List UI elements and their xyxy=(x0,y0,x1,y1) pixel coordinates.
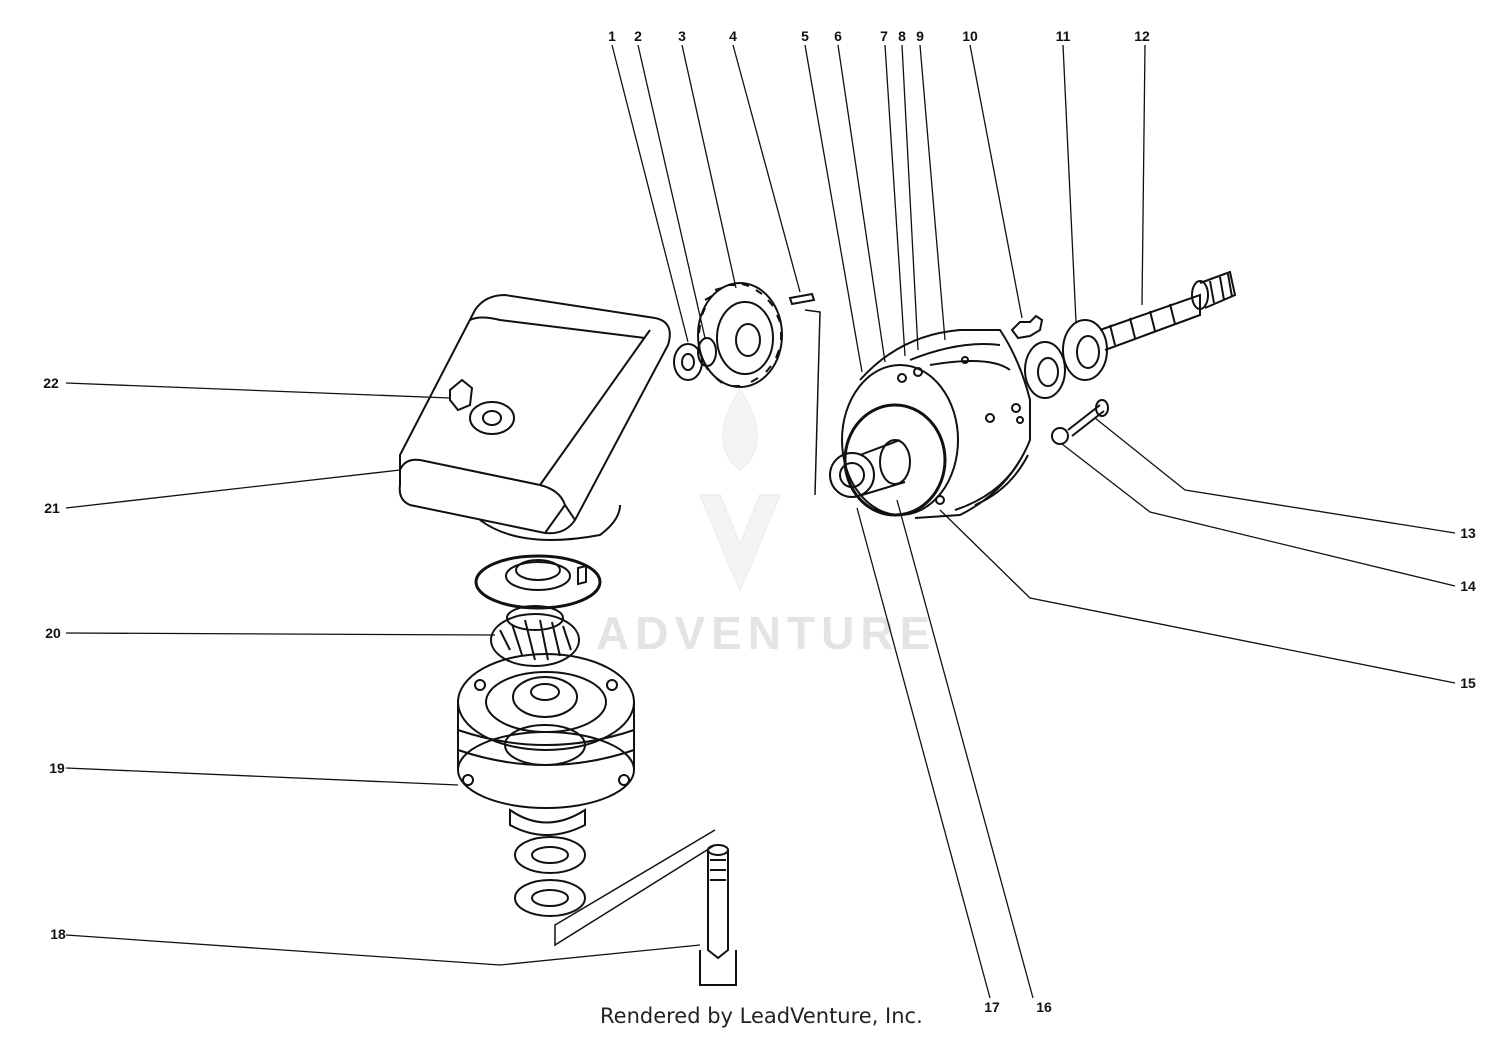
callout-21: 21 xyxy=(44,500,60,516)
callout-3: 3 xyxy=(678,28,686,44)
callout-2: 2 xyxy=(634,28,642,44)
callout-20: 20 xyxy=(45,625,61,641)
lower-housing-part-19 xyxy=(457,653,635,836)
callout-9: 9 xyxy=(916,28,924,44)
watermark: ADVENTURE xyxy=(596,607,937,659)
callout-19: 19 xyxy=(49,760,65,776)
callout-12: 12 xyxy=(1134,28,1150,44)
callout-13: 13 xyxy=(1460,525,1476,541)
credit-text: Rendered by LeadVenture, Inc. xyxy=(600,1004,923,1028)
o-ring-part-16 xyxy=(843,403,947,517)
callout-15: 15 xyxy=(1460,675,1476,691)
callout-11: 11 xyxy=(1055,28,1071,44)
callout-5: 5 xyxy=(801,28,809,44)
nut-part-1 xyxy=(673,343,703,381)
callout-14: 14 xyxy=(1460,578,1476,594)
side-housing-part-15 xyxy=(841,329,1031,519)
callout-4: 4 xyxy=(729,28,737,44)
pinion-part-17 xyxy=(829,439,911,498)
stud-part-18 xyxy=(699,844,737,986)
alignment-line xyxy=(554,829,716,947)
callout-8: 8 xyxy=(898,28,906,44)
lock-washer-part-14 xyxy=(1051,427,1069,445)
lower-bearings xyxy=(514,836,586,917)
gasket-part-20-upper xyxy=(474,554,602,610)
key-part-4 xyxy=(788,292,816,306)
callout-18: 18 xyxy=(50,926,66,942)
spiral-gear-part-20 xyxy=(490,605,580,667)
callout-10: 10 xyxy=(962,28,978,44)
grease-fitting-part-10 xyxy=(1010,314,1044,340)
callout-6: 6 xyxy=(834,28,842,44)
splined-shaft-part-12 xyxy=(1099,270,1237,351)
bevel-gear-part-3 xyxy=(697,282,783,388)
leader-lines xyxy=(65,44,1456,999)
callout-16: 16 xyxy=(1036,999,1052,1015)
callout-7: 7 xyxy=(880,28,888,44)
alignment-line xyxy=(804,309,821,496)
callout-17: 17 xyxy=(984,999,1000,1015)
watermark-logo xyxy=(698,388,782,593)
callout-22: 22 xyxy=(43,375,59,391)
screw-part-13 xyxy=(1067,399,1109,437)
plug-part-22 xyxy=(449,378,515,435)
housing-cover-part-21 xyxy=(398,293,671,541)
callout-1: 1 xyxy=(608,28,616,44)
